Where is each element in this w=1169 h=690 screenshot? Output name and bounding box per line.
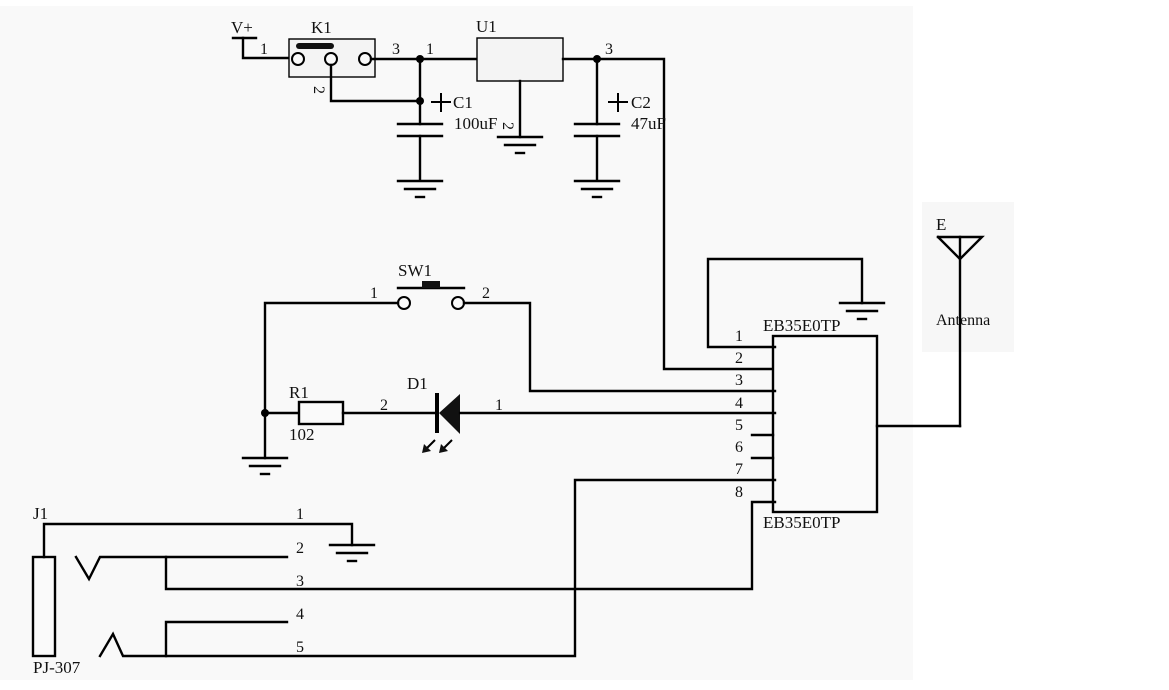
module-pin-5: 5	[735, 417, 743, 434]
power-pin: 1	[260, 41, 268, 58]
wire-u1-out-module-pin2	[561, 57, 777, 371]
module-pin-8: 8	[735, 484, 743, 501]
ground-icon	[573, 179, 621, 199]
u1-pin-2: 2	[499, 122, 516, 130]
module-pin-7: 7	[735, 461, 743, 478]
j1-pin2-contact	[74, 555, 289, 582]
j1-pin-5: 5	[296, 639, 304, 656]
u1-body	[476, 37, 564, 82]
sw1-actuator	[422, 281, 440, 288]
wire-k1-pin2	[329, 63, 422, 103]
c1-value: 100uF	[454, 114, 497, 133]
ground-icon	[838, 301, 886, 321]
ground-icon	[328, 543, 376, 563]
wire-vplus-k1	[241, 36, 292, 60]
k1-slider	[296, 43, 334, 49]
k1-ref: K1	[311, 18, 332, 37]
led-d1[interactable]: D1 1	[407, 374, 777, 453]
module-eb35e0tp[interactable]: EB35E0TP EB35E0TP 1 2 3 4 5 6 7 8	[735, 316, 879, 532]
j1-pin1-wire	[42, 522, 354, 559]
sw1-pin-2: 2	[482, 285, 490, 302]
module-body	[771, 334, 879, 514]
c1-ref: C1	[453, 93, 473, 112]
wire-sw1-module-pin3	[462, 301, 777, 393]
schematic-panel	[0, 6, 913, 680]
light-arrow-head	[422, 444, 431, 453]
capacitor-c2[interactable]: C2 47uF	[573, 57, 666, 182]
r1-body	[297, 400, 345, 426]
capacitor-c1[interactable]: C1 100uF	[396, 57, 497, 182]
k1-terminal-3	[358, 52, 372, 66]
module-pin-1: 1	[735, 328, 743, 345]
module-ref-bottom: EB35E0TP	[763, 513, 840, 532]
r1-value: 102	[289, 425, 315, 444]
ground-icon	[496, 135, 544, 155]
light-arrow-head	[439, 444, 448, 453]
antenna-panel	[922, 202, 1014, 352]
j1-pin-1: 1	[296, 506, 304, 523]
u1-ref: U1	[476, 17, 497, 36]
k1-pin-3: 3	[392, 41, 400, 58]
d1-pin-1: 1	[495, 397, 503, 414]
c2-ref: C2	[631, 93, 651, 112]
j1-ref: J1	[33, 504, 48, 523]
j1-value: PJ-307	[33, 658, 81, 677]
module-pin-3: 3	[735, 372, 743, 389]
j1-pin-2: 2	[296, 540, 304, 557]
d1-triangle	[439, 394, 460, 434]
c2-value: 47uF	[631, 114, 666, 133]
module-pin-2: 2	[735, 350, 743, 367]
j1-pin-3: 3	[296, 573, 304, 590]
wire-j1-pin5-module-pin7	[98, 478, 777, 658]
k1-terminal-2	[324, 52, 338, 66]
button-sw1[interactable]: SW1 1 2	[370, 261, 490, 310]
sw1-terminal-2	[451, 296, 465, 310]
regulator-u1[interactable]: U1 1 3 2	[426, 17, 613, 139]
k1-pin-2: 2	[310, 86, 327, 94]
j1-pin-4: 4	[296, 606, 304, 623]
antenna-label: Antenna	[936, 312, 990, 329]
wire-module-pin1-ground	[706, 257, 864, 349]
sw1-terminal-1	[397, 296, 411, 310]
ground-icon	[241, 456, 289, 476]
antenna-e[interactable]: E Antenna	[936, 215, 990, 428]
wire-j1-pin3-module-pin8	[164, 500, 777, 591]
module-pin-6: 6	[735, 439, 743, 456]
jack-j1[interactable]: J1 PJ-307 1 2 3 4 5	[31, 478, 777, 677]
r1-ref: R1	[289, 383, 309, 402]
j1-sleeve	[31, 555, 57, 658]
k1-terminal-1	[291, 52, 305, 66]
sw1-ref: SW1	[398, 261, 432, 280]
power-input: V+ 1	[231, 18, 292, 60]
u1-pin-1: 1	[426, 41, 434, 58]
r1-pin-2: 2	[380, 397, 388, 414]
wire-sw1-ground	[263, 301, 400, 460]
antenna-ref: E	[936, 215, 946, 234]
resistor-r1[interactable]: R1 102 2	[263, 383, 439, 444]
d1-ref: D1	[407, 374, 428, 393]
ground-icon	[396, 179, 444, 199]
module-pin-4: 4	[735, 395, 743, 412]
sw1-pin-1: 1	[370, 285, 378, 302]
power-label: V+	[231, 18, 253, 37]
j1-pin4-wire	[164, 620, 289, 658]
module-ref-top: EB35E0TP	[763, 316, 840, 335]
u1-pin-3: 3	[605, 41, 613, 58]
